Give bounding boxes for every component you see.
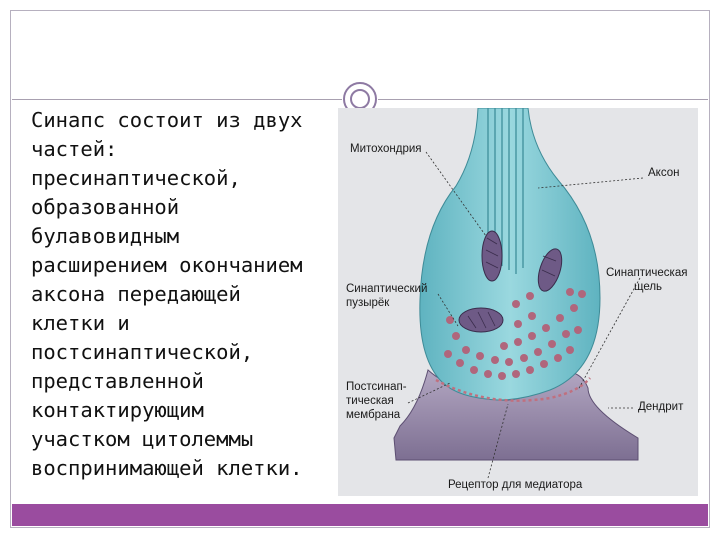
label-dendrite: Дендрит — [638, 401, 684, 413]
label-vesicle-line1: Синаптический — [346, 283, 427, 295]
label-mitochondria: Митохондрия — [350, 143, 422, 155]
mitochondria-icon — [458, 230, 563, 333]
footer-accent-bar — [12, 504, 708, 526]
label-postsyn-line2: тическая — [346, 395, 394, 407]
synapse-diagram: Митохондрия Аксон Синаптический пузырёк … — [338, 108, 698, 496]
header-divider-left — [12, 99, 342, 100]
header-divider-right — [378, 99, 708, 100]
synaptic-vesicles — [444, 288, 586, 380]
label-postsyn-line1: Постсинап- — [346, 381, 407, 393]
leader-lines — [407, 151, 644, 479]
label-cleft-line1: Синаптическая — [606, 267, 687, 279]
label-vesicle-line2: пузырёк — [346, 297, 390, 309]
label-axon: Аксон — [648, 167, 679, 179]
label-cleft-line2: щель — [634, 281, 662, 293]
label-receptor: Рецептор для медиатора — [448, 479, 583, 491]
slide-body-text: Синапс состоит из двух частей: пресинапт… — [31, 108, 303, 480]
label-postsyn-line3: мембрана — [346, 409, 401, 421]
